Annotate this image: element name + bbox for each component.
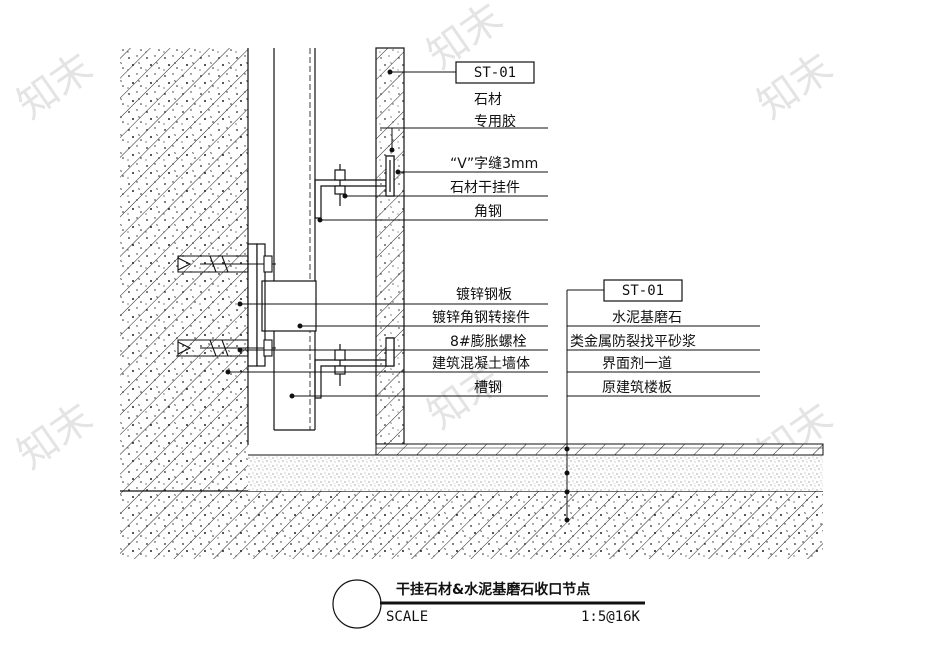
- title-block: 干挂石材&水泥基磨石收口节点 SCALE 1:5@16K: [332, 579, 645, 629]
- label-terrazzo: 水泥基磨石: [612, 309, 682, 326]
- label-interface: 界面剂一道: [602, 356, 672, 372]
- detail-circle: [332, 579, 382, 629]
- label-hanger: 石材干挂件: [450, 180, 520, 196]
- drawing-title: 干挂石材&水泥基磨石收口节点: [396, 581, 590, 598]
- label-wall: 建筑混凝土墙体: [432, 356, 530, 372]
- tag-st01-floor: ST-01: [603, 279, 683, 302]
- floor-slab: [120, 490, 823, 559]
- mortar-layer: [248, 454, 823, 491]
- label-galv-connector: 镀锌角钢转接件: [432, 309, 530, 326]
- tag-st01-top: ST-01: [455, 61, 535, 84]
- label-anchor: 8#膨胀螺栓: [450, 333, 527, 350]
- label-galv-plate: 镀锌钢板: [456, 286, 512, 303]
- concrete-wall: [120, 48, 249, 491]
- scale-label: SCALE: [386, 609, 428, 625]
- stone-panel: [375, 47, 405, 445]
- label-angle: 角钢: [474, 204, 502, 220]
- svg-text:知末: 知末: [749, 45, 841, 129]
- galvanized-plate: [247, 243, 317, 367]
- label-v-joint: “V”字缝3mm: [450, 156, 538, 172]
- leaders-right: [564, 289, 760, 523]
- labels-right: 水泥基磨石 类金属防裂找平砂浆 界面剂一道 原建筑楼板: [570, 309, 696, 396]
- tag-text: ST-01: [622, 283, 664, 299]
- hanger-lower: [314, 337, 395, 399]
- expansion-bolts: [177, 255, 276, 357]
- svg-text:知末: 知末: [9, 45, 101, 129]
- tag-text: ST-01: [474, 65, 516, 81]
- label-stone: 石材: [474, 92, 502, 108]
- leaders-left: [225, 69, 548, 399]
- label-channel: 槽钢: [474, 380, 502, 396]
- label-glue: 专用胶: [474, 113, 516, 130]
- label-slab: 原建筑楼板: [602, 380, 672, 396]
- channel-steel: [273, 48, 316, 431]
- labels-left: 石材 专用胶 “V”字缝3mm 石材干挂件 角钢 镀锌钢板 镀锌角钢转接件 8#…: [432, 92, 538, 396]
- svg-text:知末: 知末: [9, 395, 101, 479]
- terrazzo-layer: [375, 443, 824, 456]
- scale-value: 1:5@16K: [581, 609, 641, 625]
- label-mortar: 类金属防裂找平砂浆: [570, 334, 696, 350]
